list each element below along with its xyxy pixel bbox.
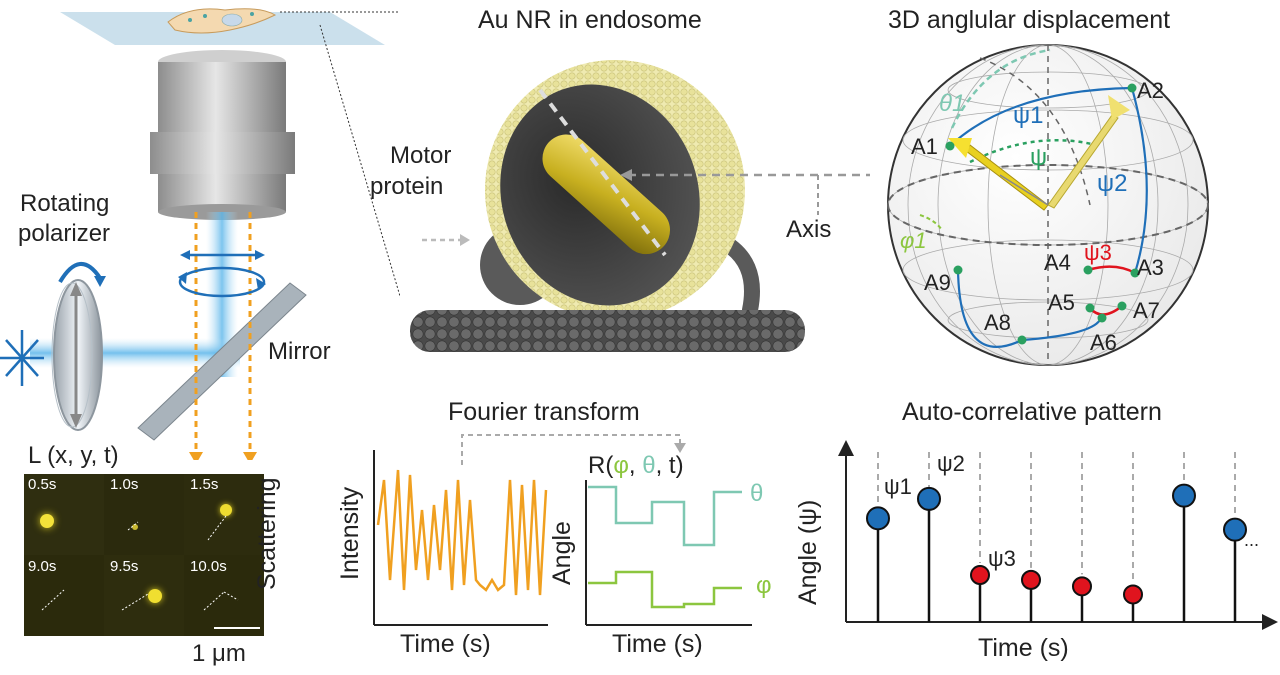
autocorr-title: Auto-correlative pattern [902,398,1162,426]
frame-grid: 0.5s 1.0s 1.5s 9.0s 9.5s 10.0s [24,474,264,636]
theta-series-label: θ [750,480,764,507]
frame-6 [184,555,264,636]
point-A7: A7 [1133,298,1160,323]
auto-ellipsis: ... [1244,530,1260,550]
point-A2: A2 [1137,78,1164,103]
polarizer-disk [53,279,103,431]
angle-plot [585,480,752,626]
rfunc-label: R(φ, θ, t) [588,452,684,480]
mirror [137,282,307,441]
point-A9: A9 [924,270,951,295]
rfunc-suffix: , t) [655,452,684,479]
stem-point [1123,584,1143,605]
rfunc-prefix: R( [588,452,614,479]
frame-2 [104,474,184,555]
frame-time-4: 9.0s [28,558,57,575]
psi-label: ψ [1030,144,1048,171]
polarization-star-icon [0,330,44,386]
microtubule [410,310,805,352]
angle-xlabel: Time (s) [612,630,703,658]
frame-time-3: 1.5s [190,476,219,493]
scalebar-label: 1 μm [192,640,246,667]
frame-time-2: 1.0s [110,476,139,493]
auto-ylabel: Angle (ψ) [794,499,822,605]
psi2-label: ψ2 [1097,170,1128,197]
phi-series-label: φ [756,572,772,599]
frame-time-5: 9.5s [110,558,139,575]
scatter-plot [373,450,548,626]
stem-point [970,565,990,586]
scatter-ylabel-1: Scattering [253,477,281,590]
rfunc-phi: φ [613,452,629,479]
gold-nanorod [542,134,671,255]
objective-lens [158,62,286,132]
theta1-label: θ1 [939,90,966,117]
frame-4 [24,555,104,636]
frame-time-1: 0.5s [28,476,57,493]
stem-point [866,506,890,531]
point-A5: A5 [1048,290,1075,315]
stem-point [917,486,941,511]
auto-chart [838,440,1278,630]
point-A8: A8 [984,310,1011,335]
polarizer-label-2: polarizer [18,220,111,247]
endosome-illustration [410,60,870,352]
auto-xlabel: Time (s) [978,634,1069,662]
frame-5 [104,555,184,636]
auto-psi1-label: ψ1 [884,474,912,499]
angle-ylabel: Angle [548,521,576,585]
endosome-title: Au NR in endosome [478,6,702,34]
stem-point [1172,483,1196,508]
polarizer-label-1: Rotating [20,190,110,217]
psi1-label: ψ1 [1013,102,1044,129]
motor-label-1: Motor [390,142,452,169]
auto-psi2-label: ψ2 [937,451,965,476]
mirror-label: Mirror [268,338,331,365]
frame-3 [184,474,264,555]
fourier-title: Fourier transform [448,398,640,426]
phi1-label: φ1 [900,228,927,253]
stem-point [1021,569,1041,590]
point-A6: A6 [1090,330,1117,355]
rfunc-theta: θ [642,452,656,479]
point-A3: A3 [1137,255,1164,280]
psi3-label: ψ3 [1084,240,1112,265]
frame-time-6: 10.0s [190,558,227,575]
cell-icon [167,8,277,34]
point-A4: A4 [1044,250,1071,275]
motor-label-2: protein [370,173,444,200]
scatter-ylabel-2: Intensity [336,486,364,580]
rfunc-sep: , [628,452,643,479]
microscope-illustration [0,8,400,460]
stem-point [1072,576,1092,597]
auto-psi3-label: ψ3 [988,546,1016,571]
lxyt-label: L (x, y, t) [28,442,119,469]
scatter-xlabel: Time (s) [400,630,491,658]
stem-point [1223,517,1247,542]
point-A1: A1 [911,134,938,159]
frame-1 [24,474,104,555]
displacement-title: 3D anglular displacement [888,6,1171,34]
axis-label: Axis [786,216,832,243]
displacement-sphere [887,44,1209,366]
